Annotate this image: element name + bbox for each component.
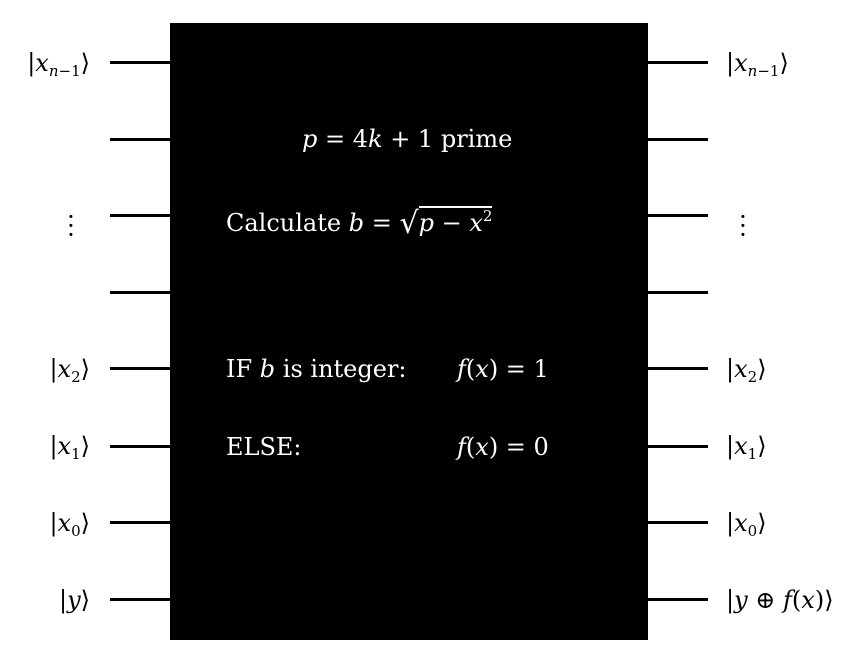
- wire-in-xn1: [110, 61, 170, 64]
- gate-line-calculate: Calculate b = √p − x2: [226, 206, 493, 241]
- output-label-x2: |x2⟩: [726, 355, 767, 386]
- input-vdots: ···: [67, 203, 75, 249]
- gate-else-result: f(x) = 0: [457, 433, 549, 461]
- input-label-y: |y⟩: [58, 586, 90, 614]
- wire-in-3: [110, 214, 170, 217]
- input-label-x1: |x1⟩: [49, 432, 90, 463]
- wire-in-x1: [110, 445, 170, 448]
- wire-out-2: [648, 138, 708, 141]
- output-label-x0: |x0⟩: [726, 509, 767, 540]
- output-label-x1: |x1⟩: [726, 432, 767, 463]
- wire-out-3: [648, 214, 708, 217]
- wire-out-xn1: [648, 61, 708, 64]
- gate-if-result: f(x) = 1: [457, 355, 549, 383]
- input-label-xn1: |xn−1⟩: [27, 49, 90, 80]
- output-label-xn1: |xn−1⟩: [726, 49, 789, 80]
- wire-out-x2: [648, 367, 708, 370]
- input-label-x0: |x0⟩: [49, 509, 90, 540]
- wire-in-2: [110, 138, 170, 141]
- output-label-y: |y ⊕ f(x)⟩: [726, 586, 834, 614]
- wire-in-x0: [110, 521, 170, 524]
- output-vdots: ···: [739, 203, 747, 249]
- wire-in-4: [110, 291, 170, 294]
- oracle-gate-box: [170, 23, 648, 640]
- wire-out-x0: [648, 521, 708, 524]
- wire-out-x1: [648, 445, 708, 448]
- wire-in-x2: [110, 367, 170, 370]
- wire-in-y: [110, 598, 170, 601]
- input-label-x2: |x2⟩: [49, 355, 90, 386]
- wire-out-4: [648, 291, 708, 294]
- gate-line-prime: p = 4k + 1 prime: [302, 125, 513, 153]
- gate-else-label: ELSE:: [226, 433, 302, 461]
- gate-if-label: IF b is integer:: [226, 355, 407, 383]
- wire-out-y: [648, 598, 708, 601]
